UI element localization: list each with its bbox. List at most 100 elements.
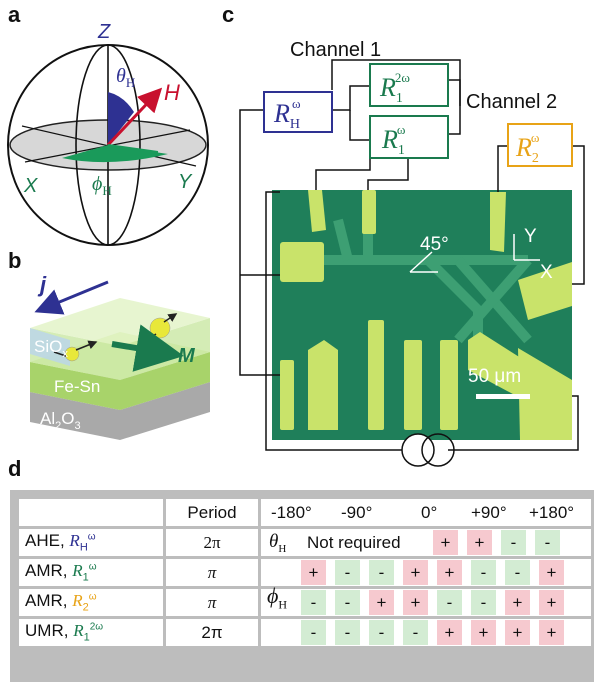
table-header-row: Period -180° -90° 0° +90° +180°	[16, 496, 594, 529]
hall-bar-channels	[308, 210, 532, 360]
channel-2-label: Channel 2	[466, 91, 557, 113]
header-empty-cell	[16, 496, 166, 529]
measurement-circuit: 45° Y X 50 μm Channel 1	[239, 39, 585, 467]
r-1-2omega-label: R12ω	[379, 70, 410, 106]
sign-cell: -	[501, 530, 526, 555]
substrate-layer	[30, 382, 210, 440]
axis-z-label: Z	[97, 21, 111, 43]
circuit-wires	[239, 59, 585, 451]
panel-label-b: b	[8, 248, 22, 273]
angle-tick-4: +180°	[529, 503, 575, 522]
chip-axis-x-label: X	[540, 262, 553, 283]
r-hall-box	[263, 91, 333, 133]
row-label: UMR, R12ω	[16, 616, 166, 649]
table-row: AMR, R2ω π ϕH --++--++	[16, 583, 594, 619]
sign-cell: -	[535, 530, 560, 555]
table-row: AMR, R1ω π +--++--+	[16, 556, 594, 589]
not-required-label: Not required	[307, 533, 401, 552]
sign-cell: -	[335, 560, 360, 585]
panel-label-a: a	[8, 2, 21, 27]
phi-symbol: ϕH	[267, 583, 288, 612]
theta-label: θH	[116, 65, 135, 90]
sign-cell: +	[505, 590, 530, 615]
axis-x-label: X	[23, 175, 38, 197]
sign-cell: +	[437, 560, 462, 585]
symmetry-table-grid: Period -180° -90° 0° +90° +180° AHE, RHω…	[16, 496, 594, 649]
symmetry-table: Period -180° -90° 0° +90° +180° AHE, RHω…	[10, 490, 594, 682]
panel-label-c: c	[222, 2, 235, 27]
sign-cell: +	[539, 560, 564, 585]
angle-tick-0: -180°	[271, 503, 312, 522]
sign-cell: +	[539, 590, 564, 615]
table-row: AHE, RHω 2π θH Not required ++--	[16, 526, 594, 559]
axis-y-label: Y	[178, 171, 193, 193]
angle-tick-2: 0°	[421, 503, 438, 522]
layer-fesn-label: Fe-Sn	[54, 377, 100, 396]
row-signs: +--++--+	[258, 556, 594, 589]
layer-al2o3-label: Al2O3	[40, 409, 81, 432]
r-hall-label: RHω	[273, 96, 301, 132]
sign-cell: +	[301, 560, 326, 585]
r-2-omega-label: R2ω	[515, 130, 540, 166]
current-arrow	[34, 280, 109, 315]
field-label: H	[164, 80, 180, 105]
sign-cell: -	[301, 590, 326, 615]
sign-cell: +	[433, 530, 458, 555]
phi-label: ϕH	[92, 173, 112, 198]
device-stack-diagram: j M SiOx Fe-Sn Al2O3	[30, 272, 210, 440]
phi-wedge	[62, 145, 168, 163]
row-signs: ϕH --++--++	[258, 583, 594, 619]
sphere-diagram: Z X Y H θH ϕH	[7, 21, 209, 246]
row-period: 2π	[163, 526, 261, 559]
row-period: 2π	[163, 616, 261, 649]
row-label: AMR, R2ω	[16, 586, 166, 619]
r-2-omega-box	[507, 123, 573, 167]
sign-cell: -	[471, 590, 496, 615]
sign-cell: +	[437, 620, 462, 645]
field-arrow	[106, 87, 163, 147]
table-row: UMR, R12ω 2π ----++++	[16, 616, 594, 649]
theta-wedge	[108, 92, 134, 145]
sign-cell: +	[505, 620, 530, 645]
angle-tick-1: -90°	[341, 503, 373, 522]
magnetization-label: M	[178, 345, 196, 367]
channel-1-label: Channel 1	[290, 39, 381, 61]
sign-cell: +	[403, 560, 428, 585]
contact-pads	[280, 190, 572, 440]
panel-label-d: d	[8, 456, 22, 481]
sign-cell: -	[403, 620, 428, 645]
sign-cell: +	[471, 620, 496, 645]
sign-cell: -	[437, 590, 462, 615]
sign-cell: +	[467, 530, 492, 555]
row-signs: θH Not required ++--	[258, 526, 594, 559]
sign-cell: -	[471, 560, 496, 585]
scale-bar	[476, 394, 530, 399]
sign-cell: -	[335, 590, 360, 615]
row-signs: ----++++	[258, 616, 594, 649]
sign-cell: +	[403, 590, 428, 615]
sign-cell: -	[369, 620, 394, 645]
header-angles-cell: -180° -90° 0° +90° +180°	[258, 496, 594, 529]
sign-cell: -	[369, 560, 394, 585]
header-period: Period	[163, 496, 261, 529]
layer-siox-label: SiOx	[34, 337, 68, 360]
sign-cell: +	[539, 620, 564, 645]
row-period: π	[163, 556, 261, 589]
angle-tick-3: +90°	[471, 503, 507, 522]
angle-45-label: 45°	[420, 234, 449, 255]
current-label: j	[37, 272, 47, 297]
sign-cell: +	[369, 590, 394, 615]
sign-cell: -	[301, 620, 326, 645]
scale-bar-label: 50 μm	[468, 366, 521, 387]
r-1-omega-box	[369, 115, 449, 159]
row-label: AHE, RHω	[16, 526, 166, 559]
r-1-2omega-box	[369, 63, 449, 107]
row-label: AMR, R1ω	[16, 556, 166, 589]
row-period: π	[163, 586, 261, 619]
theta-symbol: θH	[269, 531, 287, 555]
magnetization-arrow	[111, 324, 184, 372]
chip-axis-y-label: Y	[524, 226, 537, 247]
r-1-omega-label: R1ω	[381, 122, 406, 158]
sign-cell: -	[335, 620, 360, 645]
